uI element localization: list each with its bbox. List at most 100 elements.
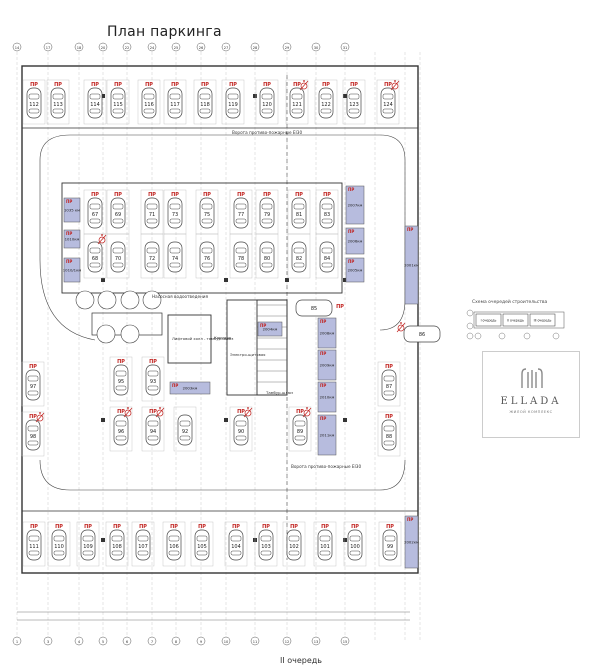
spot-number: 78 [238, 256, 244, 262]
axis-marker [74, 636, 84, 646]
wheelchair-head [303, 80, 305, 82]
pr-label: ПР [386, 524, 394, 530]
spot-outline [190, 521, 214, 567]
brand-name: ELLADA [500, 396, 562, 407]
axis-label: 9 [200, 640, 203, 644]
brand-subtitle: ЖИЛОЙ КОМПЛЕКС [509, 410, 553, 414]
spot-number: 120 [262, 102, 272, 108]
pr-label: ПР [203, 192, 211, 198]
spot-number: 92 [182, 429, 188, 435]
axis-label: 17 [46, 46, 51, 50]
spot-outline [313, 521, 337, 567]
parking-spot: 82 [287, 233, 311, 279]
spot-outline [22, 79, 46, 125]
spot-number: 98 [30, 434, 36, 440]
legend-axis-marker [466, 322, 474, 330]
legend-phase-box [475, 313, 502, 327]
spot-outline [141, 406, 165, 452]
wheelchair-icon [155, 407, 165, 418]
storage-box [257, 321, 283, 337]
storage-box [63, 257, 81, 283]
wheelchair-wheel [36, 414, 44, 422]
spot-number: 111 [29, 544, 39, 550]
wheelchair-strike [390, 80, 400, 91]
spot-number: 74 [172, 256, 178, 262]
lift-hall [167, 314, 212, 364]
spot-outline [378, 521, 402, 567]
spot-number: 103 [261, 544, 271, 550]
pr-label: ПР [149, 409, 157, 415]
axis-label: 28 [253, 46, 258, 50]
axis-marker [43, 636, 53, 646]
spot-outline [76, 521, 100, 567]
wheelchair-head [394, 80, 396, 82]
axis-marker [43, 42, 53, 52]
storage-box [317, 317, 337, 349]
pr-label: ПР [322, 82, 330, 88]
axis-label: 10 [224, 640, 229, 644]
parking-spot: 86 [396, 322, 441, 343]
pr-label: ПР [84, 524, 92, 530]
parking-spots: 112ПР113ПР114ПР115ПР116ПР117ПР118ПР119ПР… [21, 79, 441, 569]
axis-marker [98, 42, 108, 52]
storage-box [345, 185, 365, 225]
spot-number: 101 [320, 544, 330, 550]
storage-unit: 2006км ПР [345, 227, 365, 255]
column [101, 94, 105, 98]
storage-label: 2006км [348, 239, 363, 244]
storage-box [317, 349, 337, 381]
wheelchair-icon [243, 407, 253, 418]
axis-marker [221, 42, 231, 52]
storage-label: 2002км [404, 540, 419, 545]
wheelchair-head [306, 407, 308, 409]
spot-number: 85 [311, 306, 317, 312]
axis-label: 15 [343, 640, 348, 644]
spot-outline [285, 79, 309, 125]
axis-label: 4 [78, 640, 81, 644]
pr-label: ПР [171, 192, 179, 198]
spot-number: 67 [92, 212, 98, 218]
pr-label: ПР [145, 82, 153, 88]
storage-label: 2010км [320, 395, 335, 400]
spot-number: 86 [419, 332, 425, 338]
axis-marker [311, 42, 321, 52]
wheelchair-head [101, 234, 103, 236]
spot-outline [106, 233, 130, 279]
pr-label: ПР [407, 227, 413, 232]
axis-marker [147, 636, 157, 646]
wheelchair-wheel [156, 409, 164, 417]
spot-number: 104 [231, 544, 241, 550]
spot-number: 94 [150, 429, 156, 435]
legend-axis-marker [523, 332, 531, 340]
brand-card: ELLADA ЖИЛОЙ КОМПЛЕКС [482, 351, 580, 438]
pr-label: ПР [30, 82, 38, 88]
wheelchair-strike [299, 80, 309, 91]
spot-outline [229, 406, 253, 452]
spot-number: 107 [138, 544, 148, 550]
corridor-label: Коридор [214, 335, 232, 340]
parking-spot: 74 [163, 233, 187, 279]
column [253, 94, 257, 98]
pr-label: ПР [149, 359, 157, 365]
pr-label: ПР [66, 231, 72, 236]
legend-axis-marker [466, 332, 474, 340]
pr-label: ПР [348, 229, 354, 234]
column [343, 418, 347, 422]
column [224, 418, 228, 422]
wheelchair-wheel [303, 409, 311, 417]
spot-number: 100 [350, 544, 360, 550]
spot-outline [376, 79, 400, 125]
spot-number: 97 [30, 384, 36, 390]
column [224, 278, 228, 282]
wheelchair-head [159, 407, 161, 409]
legend-phase-label: III очередь [534, 319, 552, 323]
axis-label: 6 [126, 640, 129, 644]
